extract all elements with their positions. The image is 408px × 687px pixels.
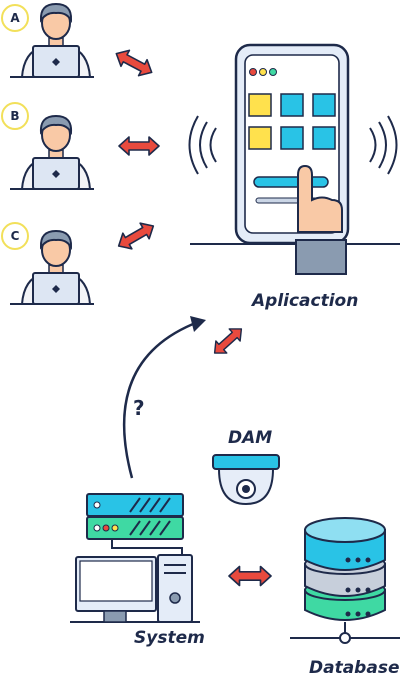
arrow-user-c-app [113,217,159,255]
database-label: Database [309,658,400,678]
badge-c-label: C [11,229,20,243]
badge-a-label: A [10,11,20,25]
arrow-app-system [208,322,248,360]
pointing-hand-icon [297,164,343,233]
system-to-app-arrow [122,316,206,479]
user-a: A [1,2,94,78]
application-label: Aplicaction [252,291,359,311]
application-phone [188,43,400,275]
user-c: C [1,222,94,305]
system-label: System [134,628,205,648]
dam-label: DAM [228,428,273,448]
dam-camera [212,454,280,506]
question-mark: ? [133,396,145,420]
user-b: B [1,102,94,190]
arrow-system-database [228,565,272,587]
database-cylinder [290,517,400,644]
arrow-user-b-app [118,136,160,156]
arrow-user-a-app [111,44,157,82]
system-computer [70,493,200,623]
badge-b-label: B [10,109,19,123]
